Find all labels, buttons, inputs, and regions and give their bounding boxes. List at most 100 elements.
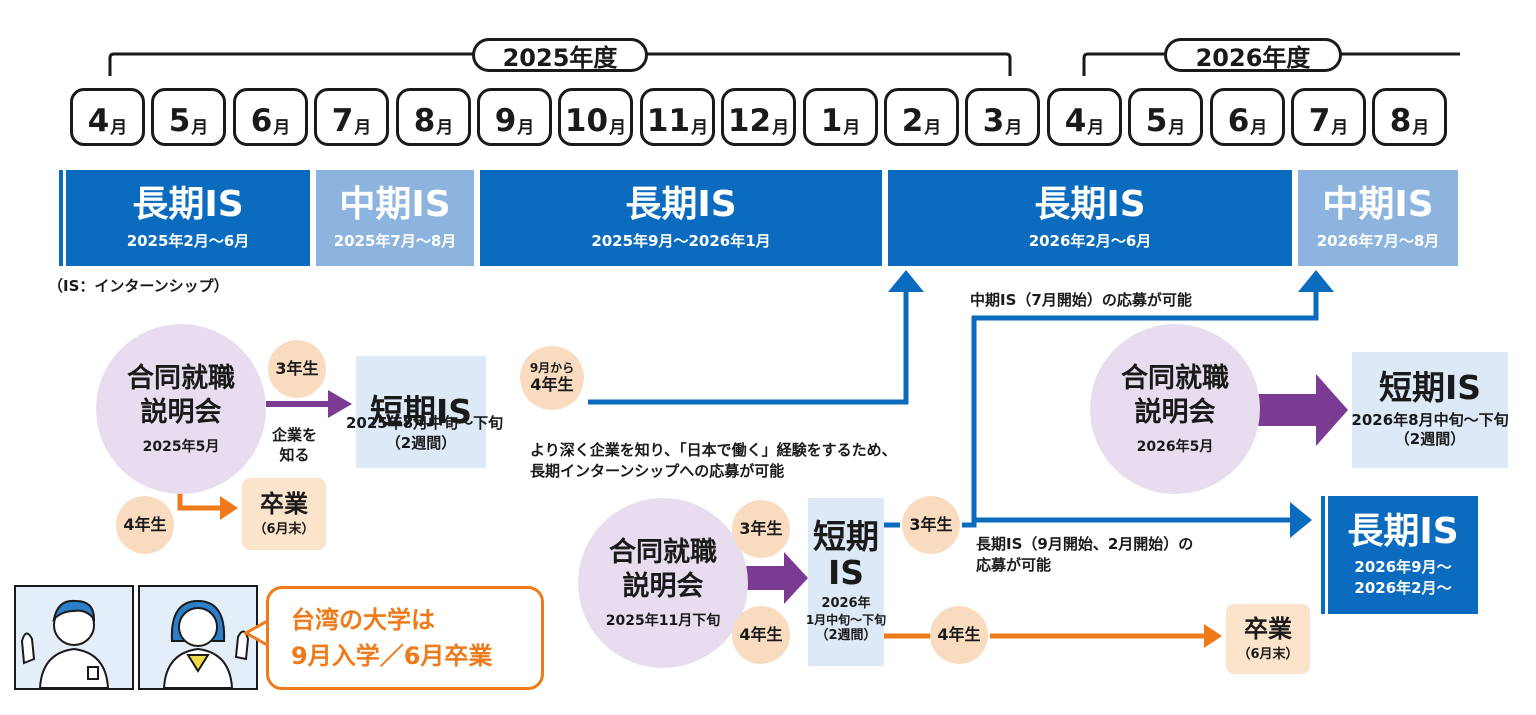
know-company-line1: 企業を bbox=[272, 426, 318, 444]
short-is-year: 2026年 bbox=[821, 595, 871, 611]
is-bar-period: 2025年9月～2026年1月 bbox=[591, 232, 771, 251]
graduation-title: 卒業 bbox=[1244, 615, 1292, 644]
month-number: 2 bbox=[901, 103, 924, 139]
job-fair-line1: 合同就職 bbox=[1121, 363, 1229, 395]
short-is-2026-jan: 短期 IS 2026年 1月中旬～下旬 （2週間） bbox=[806, 498, 886, 666]
job-fair-date: 2025年11月下旬 bbox=[605, 612, 721, 629]
is-bar-period-1: 2026年9月～ bbox=[1354, 557, 1452, 576]
purple-arrow-1 bbox=[328, 390, 352, 418]
long-is-2025-feb-jun: 長期IS 2025年2月～6月 bbox=[56, 170, 310, 266]
blue-line-to-mid-is-2026 bbox=[962, 286, 1319, 528]
month-number: 8 bbox=[1389, 103, 1412, 139]
short-is-period: 2026年8月中旬～下旬 bbox=[1351, 410, 1509, 429]
fiscal-year-2025: 2025年度 bbox=[472, 38, 648, 72]
month-number: 8 bbox=[413, 103, 436, 139]
is-legend: （IS：インターンシップ） bbox=[48, 277, 229, 295]
month-unit: 月 bbox=[191, 118, 209, 138]
long-is-2026-feb-jun: 長期IS 2026年2月～6月 bbox=[888, 170, 1292, 266]
job-fair-line2: 説明会 bbox=[140, 397, 222, 428]
blue-arrow-right bbox=[1290, 502, 1312, 538]
mid-is-2025-jul-aug: 中期IS 2025年7月～8月 bbox=[316, 170, 474, 266]
purple-arrow-2 bbox=[744, 552, 808, 604]
month-number: 6 bbox=[250, 103, 273, 139]
is-bar-title: 長期IS bbox=[1347, 511, 1459, 553]
orange-arrow-1 bbox=[220, 496, 238, 520]
month-unit: 月 bbox=[1412, 118, 1430, 138]
purple-arrow-3 bbox=[1258, 374, 1348, 446]
grade-4-badge: 4年生 bbox=[116, 496, 174, 554]
month-number: 3 bbox=[982, 103, 1005, 139]
fy2026-bracket bbox=[1082, 52, 1460, 76]
month-number: 6 bbox=[1227, 103, 1250, 139]
month-unit: 月 bbox=[1087, 118, 1105, 138]
month-number: 10 bbox=[564, 103, 609, 139]
month-unit: 月 bbox=[772, 118, 790, 138]
is-bar-period: 2026年7月～8月 bbox=[1316, 232, 1440, 251]
mid-is-2026-jul-aug: 中期IS 2026年7月～8月 bbox=[1298, 170, 1458, 266]
month-unit: 月 bbox=[1250, 118, 1268, 138]
is-bar-period: 2026年2月～6月 bbox=[1028, 232, 1152, 251]
month-unit: 月 bbox=[436, 118, 454, 138]
month-unit: 月 bbox=[517, 118, 535, 138]
deep-experience-note: より深く企業を知り、「日本で働く」経験をするため、 長期インターンシップへの応募… bbox=[530, 440, 897, 482]
month-number: 11 bbox=[646, 103, 691, 139]
month-unit: 月 bbox=[110, 118, 128, 138]
month-number: 4 bbox=[1064, 103, 1087, 139]
month-number: 5 bbox=[1145, 103, 1168, 139]
is-bar-title: 中期IS bbox=[339, 183, 451, 225]
short-is-duration: （2週間） bbox=[1394, 430, 1466, 449]
month-unit: 月 bbox=[609, 118, 627, 138]
is-bar-title: 長期IS bbox=[625, 183, 737, 225]
graduation-title: 卒業 bbox=[260, 490, 308, 519]
month-number: 9 bbox=[494, 103, 517, 139]
short-is-title: 短期IS bbox=[369, 391, 473, 431]
short-is-2026-aug: 短期IS 2026年8月中旬～下旬 （2週間） bbox=[1351, 352, 1509, 468]
is-bar-title: 長期IS bbox=[1034, 183, 1146, 225]
month-unit: 月 bbox=[843, 118, 861, 138]
student-female-illustration bbox=[138, 585, 258, 690]
job-fair-line2: 説明会 bbox=[622, 571, 704, 602]
short-is-title-a: 短期 bbox=[813, 517, 879, 557]
long-is-2026-sep: 長期IS 2026年9月～ 2026年2月～ bbox=[1318, 496, 1478, 614]
month-number: 5 bbox=[168, 103, 191, 139]
taiwan-university-callout: 台湾の大学は 9月入学／6月卒業 bbox=[266, 586, 544, 690]
graduation-2025: 卒業 （6月末） bbox=[242, 478, 326, 550]
job-fair-line2: 説明会 bbox=[1134, 397, 1216, 428]
graduation-sub: （6月末） bbox=[1237, 646, 1299, 662]
orange-arrow-2 bbox=[1204, 624, 1222, 648]
short-is-duration: （2週間） bbox=[815, 628, 877, 644]
is-bar-period: 2025年7月～8月 bbox=[333, 232, 457, 251]
grade-3-badge: 3年生 bbox=[732, 500, 790, 558]
short-is-period: 2025年8月中旬～下旬 bbox=[346, 414, 504, 432]
blue-arrow-up-1 bbox=[888, 270, 924, 292]
grade-3-badge: 3年生 bbox=[902, 496, 960, 554]
short-is-title-b: IS bbox=[827, 553, 865, 593]
job-fair-2025-may: 合同就職 説明会 2025年5月 bbox=[96, 324, 266, 494]
is-bar-title: 中期IS bbox=[1322, 183, 1434, 225]
mid-is-apply-note: 中期IS（7月開始）の応募が可能 bbox=[970, 291, 1192, 309]
long-is-apply-note: 長期IS（9月開始、2月開始）の 応募が可能 bbox=[976, 534, 1193, 576]
grade-4-label: 4年生 bbox=[530, 374, 574, 394]
short-is-duration: （2週間） bbox=[385, 433, 457, 452]
graduation-sub: （6月末） bbox=[253, 521, 315, 537]
know-company-line2: 知る bbox=[279, 445, 310, 464]
job-fair-date: 2025年5月 bbox=[142, 438, 220, 455]
month-number: 12 bbox=[727, 103, 772, 139]
is-bar-title: 長期IS bbox=[132, 183, 244, 225]
long-is-2025-sep-jan: 長期IS 2025年9月～2026年1月 bbox=[480, 170, 882, 266]
blue-arrow-up-2 bbox=[1298, 270, 1334, 292]
job-fair-line1: 合同就職 bbox=[127, 363, 235, 395]
graduation-2026: 卒業 （6月末） bbox=[1226, 604, 1310, 674]
job-fair-line1: 合同就職 bbox=[609, 537, 717, 569]
long-is-apply-line2: 応募が可能 bbox=[976, 556, 1052, 574]
short-is-title: 短期IS bbox=[1378, 368, 1482, 408]
month-unit: 月 bbox=[354, 118, 372, 138]
month-unit: 月 bbox=[1331, 118, 1349, 138]
